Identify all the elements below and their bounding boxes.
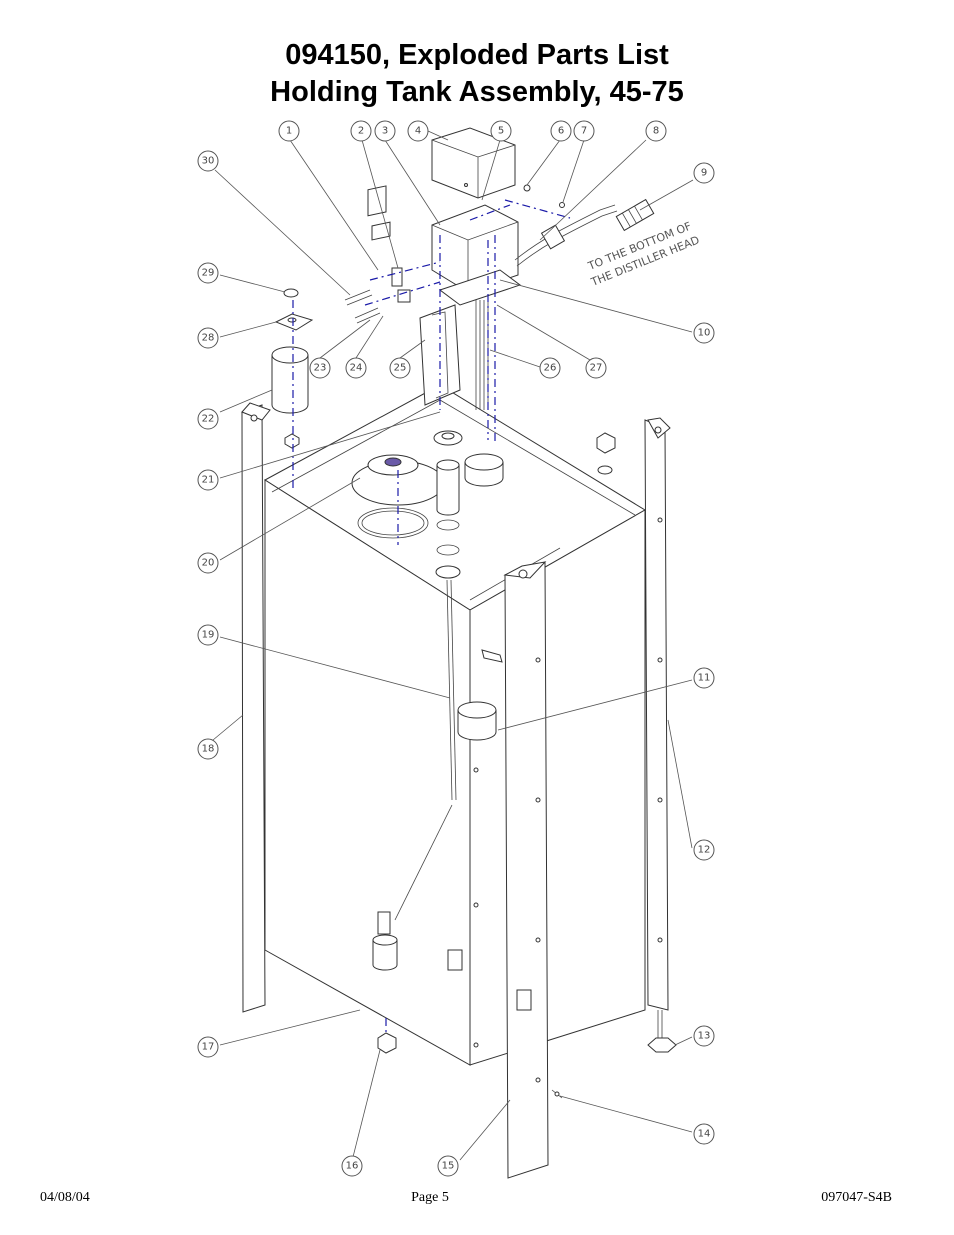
assembly-axes [292, 199, 571, 1035]
callout-25: 25 [389, 357, 411, 379]
svg-text:9: 9 [701, 168, 707, 179]
filter-nut [284, 433, 300, 449]
callout-15: 15 [437, 1155, 459, 1177]
svg-text:4: 4 [415, 126, 421, 137]
fitting-stack [433, 430, 463, 579]
float-switch [372, 579, 503, 971]
footer-document-number: 097047-S4B [821, 1190, 892, 1205]
svg-text:26: 26 [544, 363, 557, 374]
callout-23: 23 [309, 357, 331, 379]
corner-leg-front [503, 561, 549, 1179]
page-title-line2: Holding Tank Assembly, 45-75 [270, 76, 684, 108]
svg-text:1: 1 [286, 126, 292, 137]
callout-14: 14 [693, 1123, 715, 1145]
svg-text:13: 13 [698, 1031, 711, 1042]
svg-text:29: 29 [202, 268, 215, 279]
leader-lines [212, 130, 694, 1161]
callout-21: 21 [197, 469, 219, 491]
callout-19: 19 [197, 624, 219, 646]
callout-8: 8 [645, 120, 667, 142]
svg-text:22: 22 [202, 414, 215, 425]
svg-text:2: 2 [358, 126, 364, 137]
cable-routing-note: TO THE BOTTOM OF THE DISTILLER HEAD [585, 219, 701, 289]
leveling-foot [647, 1010, 677, 1053]
callout-29: 29 [197, 262, 219, 284]
cap-nut [283, 288, 299, 298]
callout-5: 5 [490, 120, 512, 142]
svg-text:30: 30 [202, 156, 215, 167]
callout-7: 7 [573, 120, 595, 142]
svg-text:21: 21 [202, 475, 215, 486]
svg-text:24: 24 [350, 363, 363, 374]
svg-text:27: 27 [590, 363, 603, 374]
callout-22: 22 [197, 408, 219, 430]
callout-13: 13 [693, 1025, 715, 1047]
callout-26: 26 [539, 357, 561, 379]
svg-text:10: 10 [698, 328, 711, 339]
plug-fitting [596, 432, 616, 475]
svg-text:5: 5 [498, 126, 504, 137]
svg-text:20: 20 [202, 558, 215, 569]
side-screw [551, 1089, 563, 1099]
svg-text:18: 18 [202, 744, 215, 755]
bottom-nut [377, 1032, 397, 1054]
callout-2: 2 [350, 120, 372, 142]
svg-text:19: 19 [202, 630, 215, 641]
callout-28: 28 [197, 327, 219, 349]
callout-27: 27 [585, 357, 607, 379]
corner-leg-right [644, 417, 671, 1011]
svg-text:7: 7 [581, 126, 587, 137]
callout-20: 20 [197, 552, 219, 574]
callout-4: 4 [407, 120, 429, 142]
drain-fitting [447, 949, 532, 1011]
callout-16: 16 [341, 1155, 363, 1177]
callout-17: 17 [197, 1036, 219, 1058]
callout-12: 12 [693, 839, 715, 861]
callout-30: 30 [197, 150, 219, 172]
svg-text:17: 17 [202, 1042, 215, 1053]
callout-1: 1 [278, 120, 300, 142]
svg-text:3: 3 [382, 126, 388, 137]
probe-grommet [464, 453, 504, 487]
callout-6: 6 [550, 120, 572, 142]
svg-text:14: 14 [698, 1129, 711, 1140]
callout-3: 3 [374, 120, 396, 142]
svg-text:12: 12 [698, 845, 711, 856]
svg-text:28: 28 [202, 333, 215, 344]
callout-9: 9 [693, 162, 715, 184]
footer-page-number: Page 5 [411, 1190, 449, 1205]
svg-text:6: 6 [558, 126, 564, 137]
svg-text:15: 15 [442, 1161, 455, 1172]
svg-text:11: 11 [698, 673, 711, 684]
svg-text:8: 8 [653, 126, 659, 137]
top-plate [274, 313, 314, 331]
corner-leg-left [241, 402, 271, 1013]
bracket [431, 204, 522, 306]
cable-and-connector [514, 198, 655, 267]
electrical-box [431, 127, 516, 199]
callout-10: 10 [693, 322, 715, 344]
svg-text:23: 23 [314, 363, 327, 374]
page-title-line1: 094150, Exploded Parts List [285, 39, 669, 71]
filter-cartridge [271, 346, 309, 414]
callout-11: 11 [693, 667, 715, 689]
svg-text:16: 16 [346, 1161, 359, 1172]
callout-24: 24 [345, 357, 367, 379]
svg-text:25: 25 [394, 363, 407, 374]
callout-18: 18 [197, 738, 219, 760]
footer-date: 04/08/04 [40, 1190, 90, 1205]
